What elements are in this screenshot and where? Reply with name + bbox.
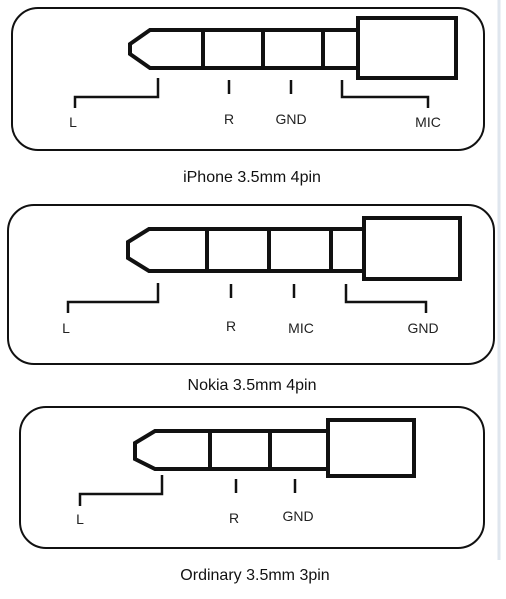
pin-label-2: R: [229, 510, 239, 526]
pin-leads: [73, 78, 430, 108]
pin-leads: [66, 283, 428, 313]
pin-leads: [78, 475, 297, 506]
pin-label-1: L: [69, 114, 77, 130]
diagram-nokia: L R MIC GND Nokia 3.5mm 4pin: [7, 204, 495, 394]
plug-body: [362, 216, 462, 281]
pin-label-4: MIC: [415, 114, 441, 130]
pin-label-3: GND: [282, 508, 313, 524]
lead-4: [344, 284, 428, 313]
plug-body: [356, 16, 458, 80]
diagram-caption: Ordinary 3.5mm 3pin: [180, 567, 329, 584]
pin-label-2: R: [226, 318, 236, 334]
plug-3pin: [133, 418, 416, 478]
lead-1: [73, 78, 160, 108]
diagram-caption: Nokia 3.5mm 4pin: [188, 377, 317, 394]
pin-label-3: MIC: [288, 320, 314, 336]
lead-4: [340, 80, 430, 108]
diagram-iphone: L R GND MIC iPhone 3.5mm 4pin: [11, 7, 485, 186]
lead-1: [66, 283, 160, 313]
plug-tip: [126, 227, 207, 273]
pin-label-1: L: [62, 320, 70, 336]
plug-4pin: [128, 16, 458, 80]
pin-label-3: GND: [275, 111, 306, 127]
diagram-ordinary: L R GND Ordinary 3.5mm 3pin: [19, 406, 485, 584]
plug-body: [326, 418, 416, 478]
pin-label-1: L: [76, 511, 84, 527]
plug-tip: [133, 429, 210, 471]
diagram-caption: iPhone 3.5mm 4pin: [183, 169, 321, 186]
pin-label-2: R: [224, 111, 234, 127]
plug-4pin: [126, 216, 462, 281]
plug-tip: [128, 28, 203, 70]
pin-label-4: GND: [407, 320, 438, 336]
lead-1: [78, 475, 164, 506]
